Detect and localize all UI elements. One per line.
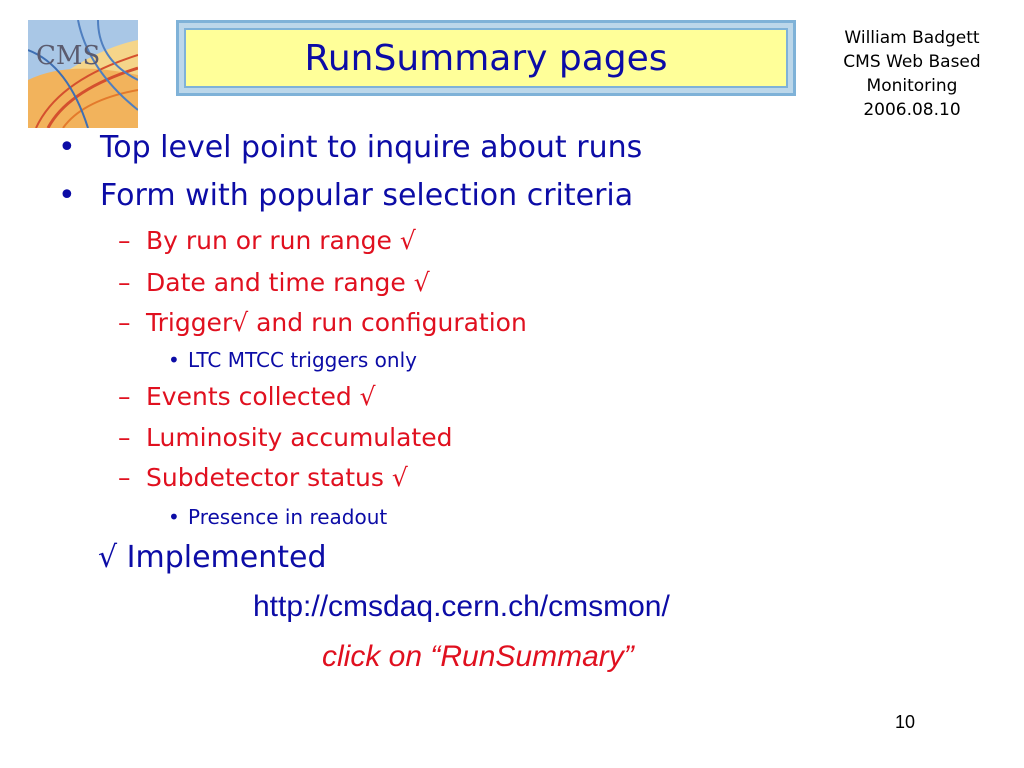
sub-sub-bullet-item: • Presence in readout bbox=[168, 505, 387, 529]
page-number: 10 bbox=[894, 712, 916, 732]
sub-bullet-text: By run or run range √ bbox=[146, 226, 416, 255]
logo-text: CMS bbox=[36, 41, 100, 71]
sub-bullet-item: –Date and time range √ bbox=[118, 268, 430, 297]
sub-sub-bullet-text: LTC MTCC triggers only bbox=[188, 348, 417, 372]
sub-bullet-text: Events collected √ bbox=[146, 382, 376, 411]
cms-logo-icon: CMS bbox=[28, 20, 138, 128]
author-line: William Badgett bbox=[844, 28, 980, 48]
dash-mark: – bbox=[118, 308, 131, 337]
implemented-note: √ Implemented bbox=[98, 540, 327, 575]
author-line: CMS Web Based bbox=[843, 52, 981, 72]
cmsmon-url: http://cmsdaq.cern.ch/cmsmon/ bbox=[253, 590, 670, 623]
sub-bullet-text: Date and time range √ bbox=[146, 268, 430, 297]
slide-title: RunSummary pages bbox=[304, 37, 668, 79]
author-line: Monitoring bbox=[866, 76, 958, 96]
sub-bullet-text: Trigger√ and run configuration bbox=[146, 308, 527, 337]
dash-mark: – bbox=[118, 226, 131, 255]
sub-bullet-item: –Events collected √ bbox=[118, 382, 376, 411]
sub-sub-bullet-text: Presence in readout bbox=[188, 505, 388, 529]
bullet-text: Top level point to inquire about runs bbox=[100, 130, 643, 165]
author-line: 2006.08.10 bbox=[863, 100, 961, 120]
bullet-item: • Form with popular selection criteria bbox=[58, 178, 633, 213]
bullet-mark: • bbox=[58, 130, 76, 165]
bullet-text: Form with popular selection criteria bbox=[100, 178, 634, 213]
sub-bullet-item: –Subdetector status √ bbox=[118, 463, 408, 492]
dash-mark: – bbox=[118, 463, 131, 492]
click-instruction: click on “RunSummary” bbox=[322, 640, 634, 673]
dash-mark: – bbox=[118, 382, 131, 411]
dash-mark: – bbox=[118, 268, 131, 297]
bullet-mark: • bbox=[168, 505, 180, 529]
dash-mark: – bbox=[118, 423, 131, 452]
bullet-item: • Top level point to inquire about runs bbox=[58, 130, 642, 165]
sub-bullet-text: Subdetector status √ bbox=[146, 463, 408, 492]
bullet-mark: • bbox=[58, 178, 76, 213]
sub-bullet-item: –Luminosity accumulated bbox=[118, 423, 452, 452]
sub-bullet-item: –Trigger√ and run configuration bbox=[118, 308, 527, 337]
author-block: William Badgett CMS Web Based Monitoring… bbox=[812, 26, 1012, 122]
bullet-mark: • bbox=[168, 348, 180, 372]
sub-sub-bullet-item: • LTC MTCC triggers only bbox=[168, 348, 417, 372]
title-frame: RunSummary pages bbox=[176, 20, 796, 96]
title-inner: RunSummary pages bbox=[184, 28, 788, 88]
sub-bullet-item: –By run or run range √ bbox=[118, 226, 416, 255]
sub-bullet-text: Luminosity accumulated bbox=[146, 423, 453, 452]
